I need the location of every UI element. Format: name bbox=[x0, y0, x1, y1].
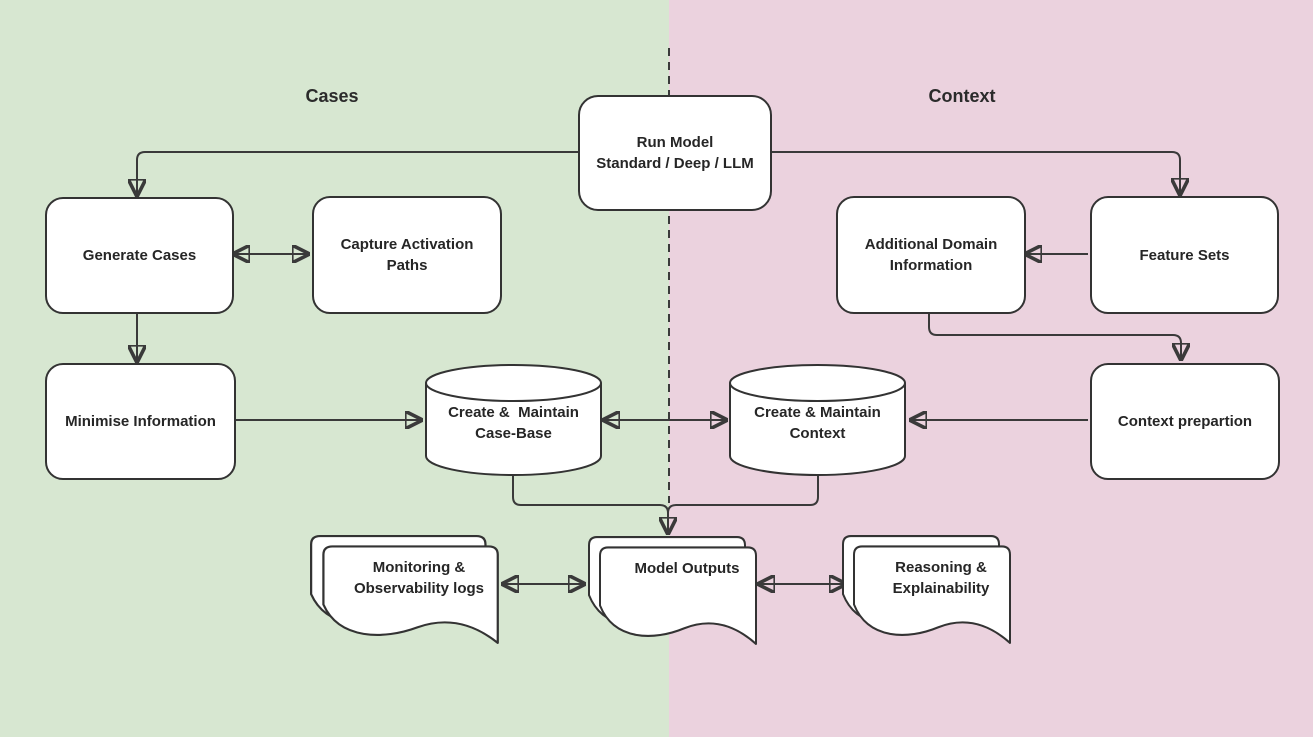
node-feature-sets: Feature Sets bbox=[1090, 196, 1279, 314]
node-label: Monitoring & Observability logs bbox=[353, 559, 485, 597]
stacked-documents-icon bbox=[310, 535, 499, 644]
node-run-model: Run Model Standard / Deep / LLM bbox=[578, 95, 772, 211]
node-label: Generate Cases bbox=[82, 247, 197, 264]
node-label: Minimise Information bbox=[65, 413, 216, 430]
node-label: Run Model Standard / Deep / LLM bbox=[596, 134, 754, 172]
stacked-documents-icon bbox=[588, 536, 757, 645]
node-reasoning-explainability: Reasoning & Explainability bbox=[842, 535, 1012, 645]
edge-additionaldomain-to-contextprep bbox=[928, 312, 1181, 359]
database-cylinder-icon bbox=[425, 364, 602, 476]
node-label: Context prepartion bbox=[1117, 413, 1253, 430]
section-title-context: Context bbox=[928, 86, 996, 106]
edge-runmodel-to-featuresets bbox=[768, 151, 1180, 194]
node-additional-domain-information: Additional Domain Information bbox=[836, 196, 1026, 314]
node-model-outputs: Model Outputs bbox=[588, 536, 758, 646]
node-case-base-database: Create & Maintain Case-Base bbox=[425, 364, 602, 476]
node-label: Reasoning & Explainability bbox=[892, 559, 990, 597]
node-context-database: Create & Maintain Context bbox=[729, 364, 906, 476]
node-label: Create & Maintain Context bbox=[754, 404, 881, 442]
node-generate-cases: Generate Cases bbox=[45, 197, 234, 314]
node-monitoring-observability-logs: Monitoring & Observability logs bbox=[310, 535, 500, 645]
edge-casebase-to-modeloutputs bbox=[512, 476, 668, 533]
node-capture-activation-paths: Capture Activation Paths bbox=[312, 196, 502, 314]
edge-contextstore-to-merge bbox=[667, 476, 819, 514]
node-label: Create & Maintain Case-Base bbox=[448, 404, 579, 442]
node-label: Additional Domain Information bbox=[864, 236, 998, 274]
stacked-documents-icon bbox=[842, 535, 1011, 644]
database-cylinder-icon bbox=[729, 364, 906, 476]
node-minimise-information: Minimise Information bbox=[45, 363, 236, 480]
edge-runmodel-to-generatecases bbox=[137, 151, 578, 195]
node-label: Capture Activation Paths bbox=[340, 236, 474, 274]
node-label: Model Outputs bbox=[634, 560, 740, 577]
node-label: Feature Sets bbox=[1139, 246, 1230, 264]
node-context-preparation: Context prepartion bbox=[1090, 363, 1280, 480]
section-title-cases: Cases bbox=[305, 86, 359, 106]
